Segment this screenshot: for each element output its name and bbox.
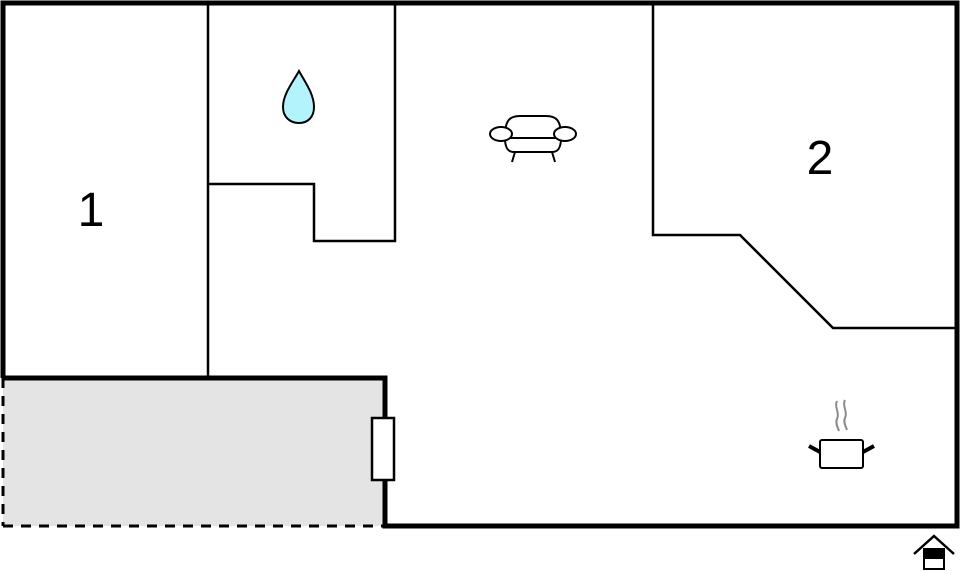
outer-walls bbox=[0, 0, 960, 529]
terrace-door bbox=[370, 416, 396, 482]
water-drop-icon bbox=[281, 68, 316, 125]
room-2-label: 2 bbox=[807, 132, 834, 185]
interior-walls bbox=[206, 3, 957, 378]
sofa-icon bbox=[489, 115, 577, 163]
room-1-label: 1 bbox=[78, 184, 105, 237]
cooking-pot-icon bbox=[808, 399, 875, 469]
house-entrance-icon bbox=[913, 534, 955, 570]
terrace bbox=[1, 378, 385, 528]
